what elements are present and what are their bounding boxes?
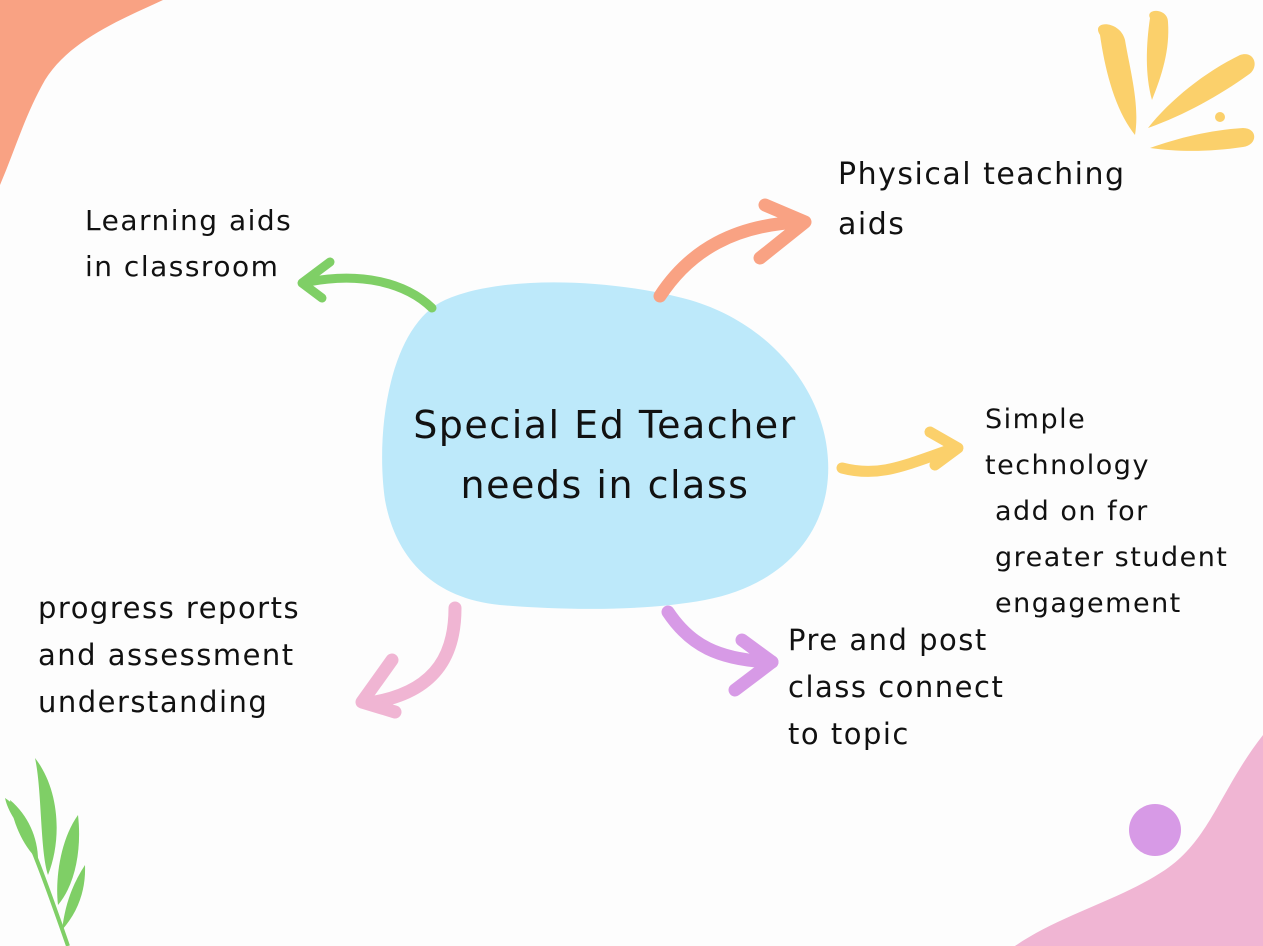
arrow-to-pre-post — [661, 605, 779, 697]
branch-simple-tech-line-3: add on for — [995, 496, 1149, 527]
arrow-to-progress-reports — [355, 601, 462, 719]
branch-physical-aids: Physical teaching aids — [838, 150, 1126, 250]
center-topic-line-2: needs in class — [460, 463, 750, 507]
arrow-to-simple-tech — [836, 426, 964, 477]
branch-simple-tech-line-1: Simple — [985, 404, 1087, 435]
arrow-to-learning-aids — [297, 257, 437, 313]
corner-blob-orange — [0, 0, 163, 185]
yellow-petals-decoration — [1097, 10, 1255, 151]
branch-learning-aids: Learning aids in classroom — [85, 198, 292, 290]
branch-pre-post: Pre and post class connect to topic — [788, 617, 1004, 758]
corner-blob-pink — [1015, 735, 1263, 946]
purple-dot-decoration — [1129, 804, 1181, 856]
branch-progress-reports: progress reports and assessment understa… — [38, 585, 300, 726]
branch-progress-reports-line-3: understanding — [38, 685, 269, 719]
branch-progress-reports-line-1: progress reports — [38, 591, 301, 625]
arrow-to-physical-aids — [653, 198, 812, 303]
branch-progress-reports-line-2: and assessment — [38, 638, 295, 672]
branch-simple-tech-line-5: engagement — [995, 588, 1182, 619]
leaf-decoration — [5, 758, 86, 946]
branch-physical-aids-line-2: aids — [838, 207, 906, 242]
branch-pre-post-line-1: Pre and post — [788, 623, 988, 657]
branch-physical-aids-line-1: Physical teaching — [838, 157, 1126, 192]
branch-simple-tech-line-2: technology — [985, 450, 1150, 481]
branch-pre-post-line-3: to topic — [788, 717, 910, 751]
center-topic-line-1: Special Ed Teacher — [413, 403, 797, 447]
center-topic: Special Ed Teacher needs in class — [385, 395, 825, 515]
branch-learning-aids-line-2: in classroom — [85, 250, 280, 283]
branch-learning-aids-line-1: Learning aids — [85, 204, 293, 237]
center-blob — [382, 282, 829, 609]
branch-simple-tech: Simple technology add on for greater stu… — [985, 397, 1228, 627]
branch-simple-tech-line-4: greater student — [995, 542, 1229, 573]
branch-pre-post-line-2: class connect — [788, 670, 1005, 704]
